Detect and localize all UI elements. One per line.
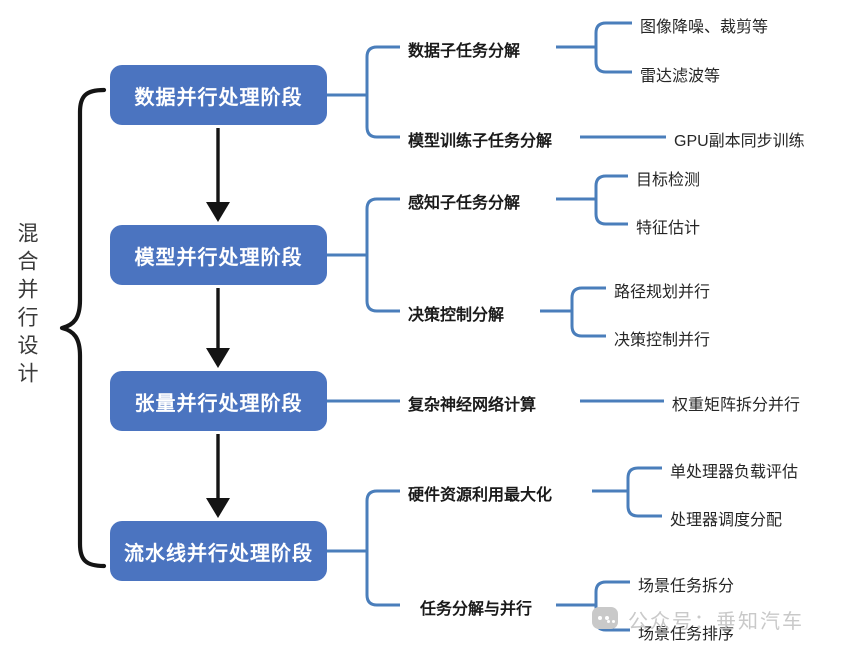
s2-split-b	[365, 255, 400, 313]
s4-split-a	[365, 489, 400, 551]
leaf-label-s2-b1-c2: 特征估计	[636, 220, 701, 237]
s4-a-child1	[626, 466, 662, 491]
flow-arrow-1-head	[206, 202, 230, 222]
s2-b-child1	[570, 286, 606, 311]
leaf-label-s2-b1-c1: 目标检测	[636, 172, 701, 189]
leaf-label-s1-b1-c1: 图像降噪、裁剪等	[640, 19, 769, 36]
wechat-icon	[592, 607, 618, 629]
branch-label-s2-b1: 感知子任务分解	[408, 195, 521, 212]
branch-label-s1-b1: 数据子任务分解	[408, 43, 521, 60]
s1-a-child1	[594, 21, 632, 47]
s2-a-child2	[594, 199, 628, 226]
leaf-label-s4-b1-c2: 处理器调度分配	[670, 512, 783, 529]
s4-a-child2	[626, 491, 662, 518]
branch-label-s3-b1: 复杂神经网络计算	[408, 397, 537, 414]
leaf-label-s4-b2-c2: 场景任务排序	[638, 626, 735, 643]
flow-arrow-2-head	[206, 348, 230, 368]
branch-label-s4-b2: 任务分解与并行	[420, 601, 533, 618]
watermark-text: 公众号：垂知汽车	[628, 611, 804, 633]
s4-split-b	[365, 551, 400, 607]
branch-label-s2-b2: 决策控制分解	[408, 307, 505, 324]
leaf-label-s3-b1-c1: 权重矩阵拆分并行	[672, 397, 801, 414]
branch-label-s4-b1: 硬件资源利用最大化	[408, 487, 553, 504]
s1-a-child2	[594, 47, 632, 74]
stage-box-3[interactable]	[110, 371, 327, 431]
leaf-label-s4-b1-c1: 单处理器负载评估	[670, 464, 799, 481]
flow-arrow-heads	[206, 202, 230, 518]
s2-split-a	[365, 197, 400, 255]
leaf-label-s1-b2-c1: GPU副本同步训练	[674, 133, 805, 150]
side-title: 混合并行设计	[15, 222, 38, 390]
leaf-label-s4-b2-c1: 场景任务拆分	[638, 578, 735, 595]
stage-box-1[interactable]	[110, 65, 327, 125]
leaf-label-s2-b2-c2: 决策控制并行	[614, 332, 711, 349]
s1-split-b	[365, 95, 400, 139]
s4-b-child1	[594, 580, 630, 605]
flow-arrow-3-head	[206, 498, 230, 518]
stage-box-2[interactable]	[110, 225, 327, 285]
s2-a-child1	[594, 174, 628, 199]
leaf-label-s1-b1-c2: 雷达滤波等	[640, 68, 721, 85]
left-brace	[59, 87, 107, 569]
stage-box-4[interactable]	[110, 521, 327, 581]
leaf-label-s2-b2-c1: 路径规划并行	[614, 284, 711, 301]
branch-label-s1-b2: 模型训练子任务分解	[408, 133, 553, 150]
s2-b-child2	[570, 311, 606, 338]
s1-split-a	[365, 45, 400, 95]
